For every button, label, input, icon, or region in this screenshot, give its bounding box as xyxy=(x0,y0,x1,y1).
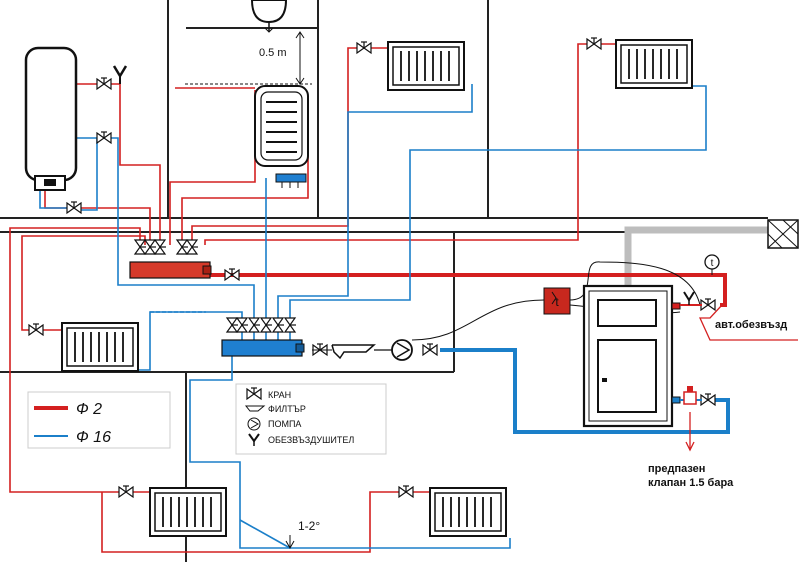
thermometer-icon: t xyxy=(704,254,720,275)
pump-icon xyxy=(391,339,413,361)
boiler xyxy=(582,284,681,428)
controller-label: t xyxy=(555,295,559,309)
auto-air-vent-icon xyxy=(683,291,695,305)
legend-pump-icon xyxy=(247,417,261,431)
annotations xyxy=(685,304,798,452)
chimney xyxy=(624,219,799,290)
filter-icon xyxy=(312,344,376,360)
legend-filter-icon xyxy=(244,405,266,412)
expansion-vessel: 0.5 m xyxy=(185,0,312,85)
safety-valve-icon xyxy=(683,386,697,405)
slope-indicator: 1-2° xyxy=(285,519,320,550)
relief-valve-label-2: клапан 1.5 бара xyxy=(648,477,734,489)
air-vent-icon xyxy=(112,65,128,84)
auto-vent-label: авт.обезвъзд xyxy=(715,319,787,331)
legend-air-vent-icon xyxy=(248,433,260,446)
radiator-left xyxy=(61,322,139,372)
legend-cold-symbol: Ф 16 xyxy=(76,429,111,446)
radiator-bottom-right xyxy=(429,487,507,537)
slope-note: 1-2° xyxy=(298,519,320,533)
pipe-legend: Ф 2 Ф 16 xyxy=(27,391,171,449)
radiator-bottom-left xyxy=(149,487,227,537)
legend-item-filter: ФИЛТЪР xyxy=(268,404,306,414)
legend-hot-symbol: Ф 2 xyxy=(76,401,102,418)
hot-manifold xyxy=(129,261,212,279)
water-heater xyxy=(24,46,78,191)
building-walls xyxy=(0,0,768,562)
legend-item-valve: КРАН xyxy=(268,390,291,400)
radiator-top-right xyxy=(615,39,693,89)
legend-item-air-vent: ОБЕЗВЪЗДУШИТЕЛ xyxy=(268,435,354,445)
cold-manifold xyxy=(221,339,305,357)
legend-item-pump: ПОМПА xyxy=(268,419,301,429)
indirect-tank xyxy=(254,85,309,188)
height-note: 0.5 m xyxy=(259,47,287,59)
controller: t xyxy=(543,287,571,315)
relief-valve-label-1: предпазен xyxy=(648,463,705,475)
thermometer-label: t xyxy=(711,258,714,269)
symbol-legend: КРАН ФИЛТЪР ПОМПА ОБЕЗВЪЗДУШИТЕЛ xyxy=(235,383,387,455)
radiator-top-middle xyxy=(387,41,465,91)
